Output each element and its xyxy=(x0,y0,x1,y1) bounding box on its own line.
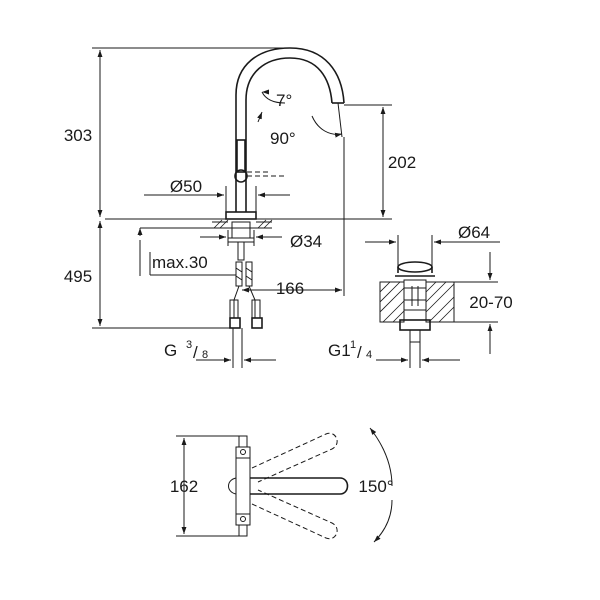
drain-counter-section xyxy=(379,281,498,323)
height-bottom-label: 495 xyxy=(64,267,92,286)
inlet-thread-main: G xyxy=(164,341,177,360)
max-thickness-label: max.30 xyxy=(152,253,208,272)
supply-hose-right xyxy=(245,261,253,287)
angle-annotations: 7° 90° xyxy=(258,91,343,148)
inlet-thread-denominator: 8 xyxy=(202,349,208,361)
plan-spout-center xyxy=(250,477,349,495)
hose-fitting-left xyxy=(229,317,241,329)
spout-reach-dimension: 166 xyxy=(242,137,345,298)
drain-body xyxy=(403,287,427,321)
base-diameter-dimension: Ø50 xyxy=(144,177,290,212)
height-dimensions: 303 495 xyxy=(64,47,290,329)
spout-inner-outline xyxy=(245,57,333,212)
plan-spout-swivel-down xyxy=(251,489,338,540)
spout-reach-label: 166 xyxy=(276,279,304,298)
waste-diameter-dimension: Ø64 xyxy=(365,223,500,266)
swivel-angle-dimension: 150° xyxy=(358,427,394,543)
drain-cap xyxy=(397,261,433,273)
faucet-base xyxy=(225,211,257,220)
mounting-nut xyxy=(231,221,251,239)
plan-spout-swivel-up xyxy=(251,432,338,483)
inlet-thread-dimension: G 3 / 8 xyxy=(164,328,276,368)
waste-thread-slash: / xyxy=(357,343,362,362)
waste-thread-dimension: G1 1 / 4 xyxy=(328,339,460,368)
plan-width-label: 162 xyxy=(170,477,198,496)
max-thickness-dimension: max.30 xyxy=(137,227,236,276)
hole-diameter-dimension: Ø34 xyxy=(200,230,322,251)
faucet-side-view xyxy=(225,47,345,329)
waste-thread-denominator: 4 xyxy=(366,349,372,361)
lever-handle xyxy=(236,139,246,173)
inlet-thread-numerator: 3 xyxy=(186,339,192,351)
inlet-thread-slash: / xyxy=(193,343,198,362)
plan-view xyxy=(228,432,349,540)
lever-angle-label: 90° xyxy=(270,129,296,148)
waste-range-label: 20-70 xyxy=(469,293,512,312)
base-diameter-label: Ø50 xyxy=(170,177,202,196)
waste-thread-numerator: 1 xyxy=(350,339,356,351)
waste-range-dimension: 20-70 xyxy=(469,252,513,354)
spout-height-label: 202 xyxy=(388,153,416,172)
plan-width-dimension: 162 xyxy=(170,435,240,537)
waste-diameter-label: Ø64 xyxy=(458,223,490,242)
plan-base-plate xyxy=(235,446,251,526)
spout-angle-label: 7° xyxy=(276,91,292,110)
swivel-angle-label: 150° xyxy=(358,477,393,496)
hose-fitting-right xyxy=(251,317,263,329)
countertop-section xyxy=(105,218,300,229)
spout-height-dimension: 202 xyxy=(300,104,416,220)
waste-thread-main: G1 xyxy=(328,341,351,360)
hole-diameter-label: Ø34 xyxy=(290,232,322,251)
height-top-label: 303 xyxy=(64,126,92,145)
waste-drain-view xyxy=(395,261,435,343)
supply-hose-left xyxy=(235,261,243,287)
